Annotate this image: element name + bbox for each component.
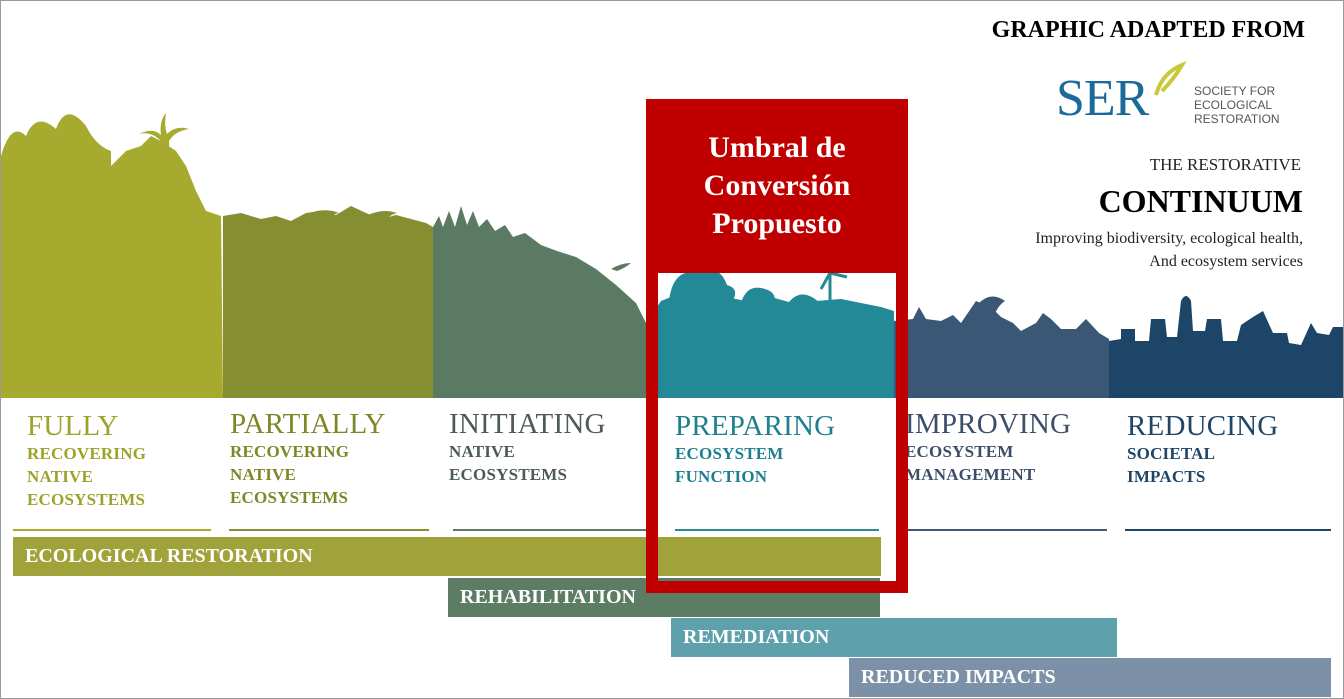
band-subtitle: ECOSYSTEMS <box>27 490 146 509</box>
palm-tree <box>139 113 189 201</box>
leaf-icon <box>1154 61 1187 96</box>
ser-org-line: ECOLOGICAL <box>1194 98 1273 112</box>
band-subtitle: SOCIETAL <box>1127 444 1216 463</box>
acacia-trees <box>301 210 397 229</box>
band-label-initiating: INITIATING NATIVE ECOSYSTEMS <box>449 409 606 486</box>
ser-logo: SER SOCIETY FOR ECOLOGICAL RESTORATION <box>1056 61 1306 141</box>
band-title: IMPROVING <box>905 408 1072 440</box>
continuum-pre-title: THE RESTORATIVE <box>1149 155 1301 174</box>
dome-house <box>786 294 823 306</box>
band-subtitle: NATIVE <box>27 467 94 486</box>
ser-org-line: RESTORATION <box>1194 112 1280 126</box>
city-band-reducing <box>1109 301 1343 398</box>
continuum-title: CONTINUUM <box>1098 183 1303 219</box>
ser-org-line: SOCIETY FOR <box>1194 84 1276 98</box>
band-subtitle: NATIVE <box>449 442 516 461</box>
adapted-from-heading: GRAPHIC ADAPTED FROM <box>991 17 1305 43</box>
forest-band-preparing <box>646 293 894 398</box>
continuum-desc-line: Improving biodiversity, ecological healt… <box>1035 230 1303 247</box>
band-divider <box>903 529 1107 531</box>
continuum-description: Improving biodiversity, ecological healt… <box>903 227 1303 273</box>
band-subtitle: MANAGEMENT <box>905 465 1036 484</box>
bar-reduced-impacts: REDUCED IMPACTS <box>849 658 1331 697</box>
band-title: FULLY <box>27 410 119 442</box>
band-label-preparing: PREPARING ECOSYSTEM FUNCTION <box>675 411 835 488</box>
band-divider <box>1125 529 1331 531</box>
tree-silhouette-town <box>979 296 1005 319</box>
band-divider <box>453 529 649 531</box>
threshold-line: Conversión <box>703 169 851 202</box>
tower-icon <box>1181 296 1191 301</box>
band-label-partially: PARTIALLY RECOVERING NATIVE ECOSYSTEMS <box>230 409 386 509</box>
band-divider <box>229 529 429 531</box>
bar-ecological-restoration: ECOLOGICAL RESTORATION <box>13 537 881 576</box>
band-title: PREPARING <box>675 410 836 442</box>
bird-icon <box>611 263 631 271</box>
band-title: INITIATING <box>449 408 606 440</box>
band-subtitle: IMPACTS <box>1127 467 1206 486</box>
band-subtitle: NATIVE <box>230 465 297 484</box>
conversion-threshold-frame: Umbral de Conversión Propuesto <box>646 99 908 593</box>
band-subtitle: ECOSYSTEM <box>675 444 784 463</box>
band-subtitle: ECOSYSTEMS <box>449 465 568 484</box>
band-label-improving: IMPROVING ECOSYSTEM MANAGEMENT <box>905 409 1071 486</box>
ser-letters: SER <box>1056 70 1149 127</box>
band-subtitle: RECOVERING <box>230 442 350 461</box>
forest-band-initiating <box>433 206 646 398</box>
tree-cluster <box>669 269 775 307</box>
band-subtitle: ECOSYSTEMS <box>230 488 349 507</box>
bar-remediation: REMEDIATION <box>671 618 1117 657</box>
band-subtitle: ECOSYSTEM <box>905 442 1014 461</box>
town-band-improving <box>894 301 1109 398</box>
threshold-label: Umbral de Conversión Propuesto <box>658 111 896 273</box>
band-title: REDUCING <box>1127 410 1279 442</box>
threshold-line: Propuesto <box>712 207 842 240</box>
landscape-silhouette <box>1 113 1343 398</box>
continuum-desc-line: And ecosystem services <box>1149 253 1303 270</box>
band-title: PARTIALLY <box>230 408 386 440</box>
threshold-line: Umbral de <box>708 131 846 164</box>
band-divider <box>13 529 211 531</box>
band-subtitle: FUNCTION <box>675 467 768 486</box>
band-label-reducing: REDUCING SOCIETAL IMPACTS <box>1127 411 1278 488</box>
forest-band-partially <box>223 206 433 398</box>
ser-org-name: SOCIETY FOR ECOLOGICAL RESTORATION <box>1194 84 1280 126</box>
band-subtitle: RECOVERING <box>27 444 147 463</box>
band-label-fully: FULLY RECOVERING NATIVE ECOSYSTEMS <box>27 411 146 511</box>
band-divider <box>675 529 879 531</box>
tree-canopy-left <box>1 114 111 201</box>
